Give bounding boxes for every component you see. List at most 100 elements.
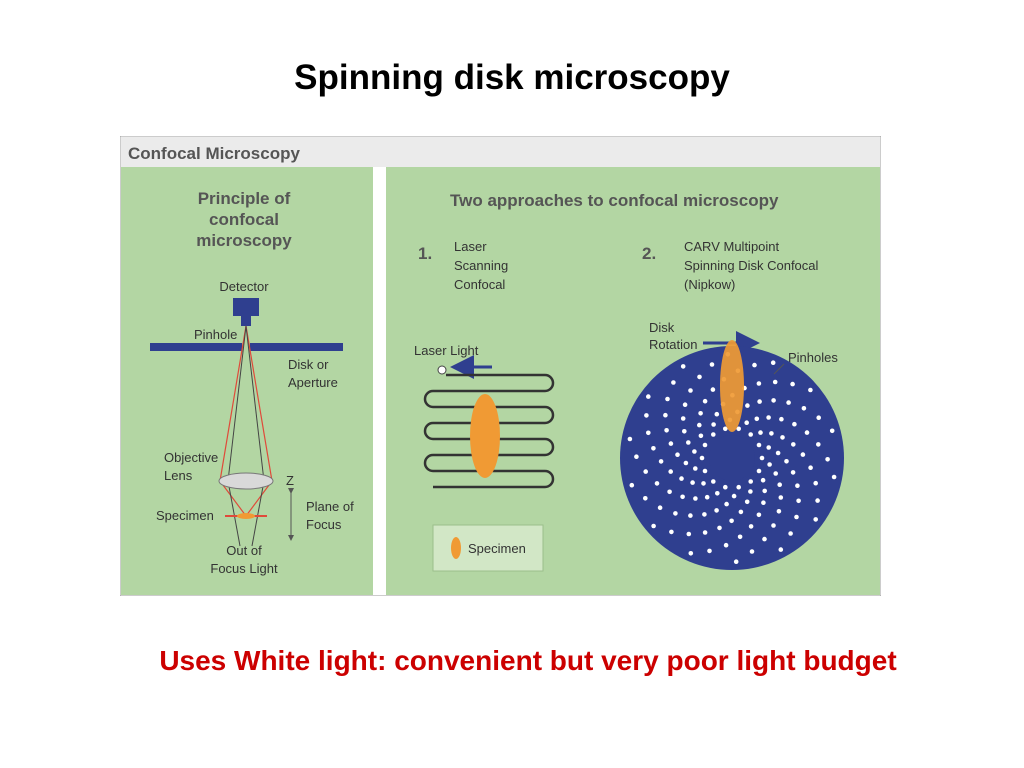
pinhole-dot bbox=[777, 482, 782, 488]
laser-light-label: Laser Light bbox=[414, 343, 479, 358]
pinhole-dot bbox=[723, 484, 728, 490]
pinhole-dot bbox=[788, 531, 793, 536]
pinhole-dot bbox=[680, 494, 685, 500]
approach-1-name-line-1: Laser bbox=[454, 239, 487, 254]
pinhole-dot bbox=[714, 508, 719, 513]
pinhole-dot bbox=[663, 412, 668, 418]
pinhole-dot bbox=[796, 498, 801, 504]
pinhole-dot bbox=[767, 462, 772, 467]
plane-label-line-2: Focus bbox=[306, 517, 342, 532]
pinhole-dot bbox=[673, 511, 678, 516]
pinhole-dot bbox=[707, 548, 712, 554]
specimen-legend-label: Specimen bbox=[468, 541, 526, 556]
approach-1-name-line-3: Confocal bbox=[454, 277, 505, 292]
objective-lens bbox=[218, 472, 274, 490]
pinholes-leader-line bbox=[773, 363, 785, 375]
pinhole-dot bbox=[786, 400, 791, 405]
disk-label-line-2: Aperture bbox=[288, 375, 338, 390]
pinhole-dot bbox=[816, 442, 821, 447]
pinhole-dot bbox=[800, 452, 806, 457]
pinhole-dot bbox=[808, 465, 813, 471]
pinhole-dot bbox=[813, 480, 818, 486]
disk-hub bbox=[709, 435, 755, 481]
aperture-disk-right bbox=[250, 343, 343, 351]
disk-rotation-label-line-2: Rotation bbox=[649, 337, 697, 352]
pinhole-dot bbox=[771, 523, 776, 528]
pinhole-dot bbox=[723, 542, 729, 548]
pinhole-dot bbox=[771, 398, 776, 403]
pinhole-dot bbox=[762, 536, 767, 542]
pinhole-dot bbox=[698, 411, 703, 416]
pinhole-dot bbox=[778, 495, 784, 500]
pinhole-dot bbox=[715, 491, 720, 496]
pinhole-dot bbox=[643, 469, 648, 474]
pinhole-dot bbox=[766, 415, 771, 420]
pinhole-dot bbox=[756, 512, 762, 518]
specimen-label: Specimen bbox=[156, 508, 214, 523]
pinhole-dot bbox=[634, 454, 639, 460]
approach-2-name-line-1: CARV Multipoint bbox=[684, 239, 780, 254]
detector-label: Detector bbox=[219, 279, 269, 294]
pinhole-dot bbox=[756, 442, 762, 448]
pinhole-dot bbox=[664, 428, 669, 433]
raster-scan-path bbox=[423, 373, 555, 489]
disk-rotation-label-line-1: Disk bbox=[649, 320, 675, 335]
pinhole-dot bbox=[766, 445, 771, 450]
confocal-figure: Confocal Microscopy Principle of confoca… bbox=[120, 136, 881, 596]
pinhole-dot bbox=[702, 442, 708, 448]
pinhole-dot bbox=[736, 484, 741, 490]
pinhole-dot bbox=[748, 524, 754, 529]
pinhole-dot bbox=[686, 440, 691, 445]
pinhole-dot bbox=[693, 496, 698, 501]
pinhole-dot bbox=[690, 480, 695, 485]
pinhole-dot bbox=[671, 380, 676, 385]
pinhole-dot bbox=[701, 481, 706, 486]
pinhole-dot bbox=[756, 381, 762, 386]
pinhole-dot bbox=[744, 420, 749, 426]
pinhole-dot bbox=[692, 449, 697, 454]
pinhole-dot bbox=[646, 394, 651, 399]
pinhole-dot bbox=[745, 403, 750, 408]
pinhole-dot bbox=[704, 494, 710, 500]
pinhole-dot bbox=[688, 388, 693, 393]
pinhole-dot bbox=[682, 429, 687, 434]
slide-caption: Uses White light: convenient but very po… bbox=[159, 645, 897, 676]
pinhole-dot bbox=[752, 362, 757, 368]
pinhole-dot bbox=[738, 509, 744, 515]
pinhole-dot bbox=[680, 416, 686, 421]
pinhole-dot bbox=[697, 422, 702, 428]
pinhole-dot bbox=[762, 488, 767, 494]
pinhole-dot bbox=[709, 362, 715, 367]
pinhole-dot bbox=[784, 459, 789, 464]
pinhole-dot bbox=[702, 512, 707, 517]
pinhole-dot bbox=[680, 364, 686, 369]
pinhole-dot bbox=[815, 498, 820, 503]
disk-label-line-1: Disk or bbox=[288, 357, 329, 372]
pinhole-dot bbox=[711, 432, 716, 437]
pinhole-dot bbox=[772, 379, 778, 385]
pinhole-dot bbox=[831, 474, 837, 480]
panel-divider bbox=[373, 167, 386, 595]
pinhole-dot bbox=[724, 501, 729, 507]
pinhole-dot bbox=[736, 426, 741, 432]
pinhole-dot bbox=[729, 518, 734, 524]
pinhole-dot bbox=[780, 435, 785, 440]
pinhole-dot bbox=[702, 468, 708, 474]
detector-box bbox=[233, 298, 259, 316]
pinhole-dot bbox=[773, 471, 778, 476]
plane-label-line-1: Plane of bbox=[306, 499, 354, 514]
left-panel bbox=[121, 167, 373, 595]
pinhole-dot bbox=[792, 421, 797, 427]
pinhole-dot bbox=[698, 433, 704, 439]
pinhole-dot bbox=[744, 499, 750, 505]
pinhole-dot bbox=[804, 430, 810, 435]
pinhole-dot bbox=[770, 360, 776, 365]
pinhole-dot bbox=[737, 534, 743, 540]
pinhole-dot bbox=[643, 496, 648, 501]
scanned-specimen bbox=[470, 394, 500, 478]
confocal-diagram: Confocal Microscopy Principle of confoca… bbox=[120, 136, 881, 596]
pinhole-dot bbox=[679, 476, 684, 481]
out-of-focus-label-line-2: Focus Light bbox=[210, 561, 278, 576]
pinhole-dot bbox=[711, 479, 716, 484]
pinhole-dot bbox=[686, 531, 692, 537]
